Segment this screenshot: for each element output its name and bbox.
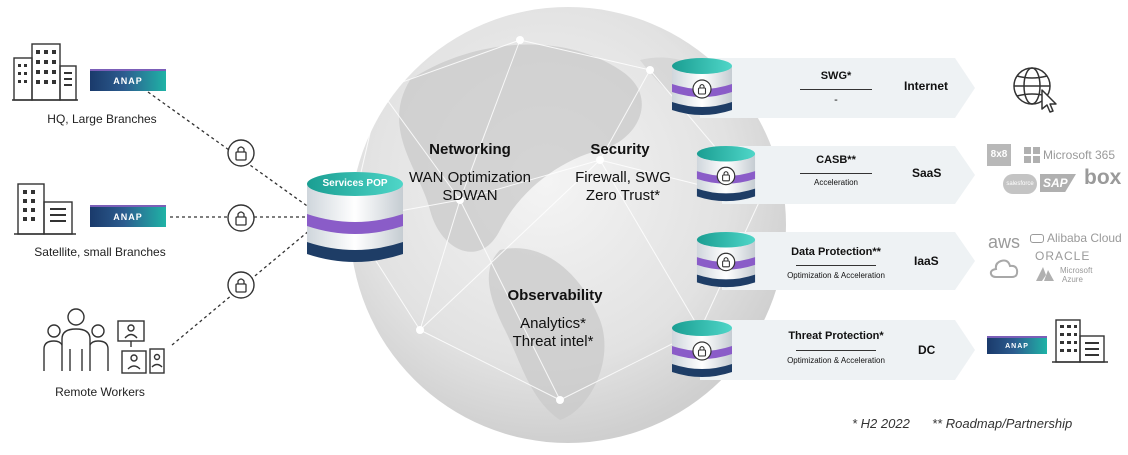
dc-anap-label: ANAP <box>1005 342 1029 350</box>
dc-service-sub: Optimization & Acceleration <box>787 356 885 365</box>
logo-azure-line-2: Azure <box>1062 275 1083 284</box>
dc-anap-appliance: ANAP <box>987 336 1047 354</box>
logo-salesforce: salesforce <box>1003 174 1037 194</box>
hq-lock-icon <box>226 138 256 173</box>
internet-service-sub: - <box>834 94 838 106</box>
globe-cursor-icon <box>1013 67 1057 113</box>
internet-cylinder-icon <box>670 56 734 120</box>
remote-lock-icon <box>226 270 256 305</box>
hq-label: HQ, Large Branches <box>47 112 157 126</box>
saas-type: SaaS <box>912 166 942 180</box>
azure-logo-icon <box>1036 267 1054 281</box>
logo-alibaba: Alibaba Cloud <box>1030 231 1122 245</box>
satellite-anap-appliance: ANAP <box>90 205 166 227</box>
dc-type: DC <box>918 343 936 357</box>
dc-building-icon <box>1052 319 1108 363</box>
dc-service-rule <box>796 350 876 351</box>
iaas-service-name: Data Protection** <box>791 246 881 258</box>
logo-sap: SAP <box>1040 174 1076 192</box>
iaas-service-sub: Optimization & Acceleration <box>787 271 885 280</box>
logo-sap-text: SAP <box>1043 176 1068 190</box>
security-title: Security <box>590 141 650 158</box>
cloud-logo-icon <box>989 259 1019 278</box>
iaas-type: IaaS <box>914 254 939 268</box>
dc-cylinder-icon <box>670 318 734 382</box>
logo-alibaba-text: Alibaba Cloud <box>1047 231 1122 245</box>
hq-building-icon <box>12 43 78 101</box>
logo-aws: aws <box>988 232 1021 252</box>
footnote-h2: * H2 2022 <box>852 416 910 431</box>
service-band-iaas <box>722 232 975 290</box>
iaas-service-rule <box>796 265 876 266</box>
iaas-cylinder-icon <box>695 230 757 292</box>
logo-salesforce-text: salesforce <box>1006 181 1034 187</box>
microsoft-logo-icon <box>1024 147 1040 163</box>
logo-8x8: 8x8 <box>987 144 1011 166</box>
networking-line-2: SDWAN <box>442 187 498 204</box>
alibaba-mark-icon <box>1030 234 1044 244</box>
satellite-building-icon <box>14 183 76 235</box>
networking-title: Networking <box>429 141 511 158</box>
observability-line-2: Threat intel* <box>512 333 594 350</box>
logo-box: box <box>1084 166 1122 189</box>
satellite-anap-label: ANAP <box>113 212 143 222</box>
remote-workers-icon <box>43 308 165 374</box>
internet-type: Internet <box>904 79 949 93</box>
internet-service-name: SWG* <box>820 70 852 82</box>
footnote-roadmap: ** Roadmap/Partnership <box>932 416 1073 431</box>
networking-line-1: WAN Optimization <box>409 169 531 186</box>
remote-workers-label: Remote Workers <box>55 385 145 399</box>
logo-microsoft-365: Microsoft 365 <box>1043 148 1116 162</box>
saas-service-name: CASB** <box>816 154 856 166</box>
logo-8x8-text: 8x8 <box>990 149 1008 160</box>
observability-title: Observability <box>507 287 603 304</box>
security-line-1: Firewall, SWG <box>575 169 671 186</box>
logo-oracle: ORACLE <box>1035 249 1091 263</box>
service-band-internet <box>700 58 975 118</box>
hq-anap-appliance: ANAP <box>90 69 166 91</box>
observability-line-1: Analytics* <box>520 315 586 332</box>
service-band-saas <box>722 146 975 204</box>
hq-anap-label: ANAP <box>113 76 143 86</box>
saas-cylinder-icon <box>695 144 757 206</box>
logo-azure-line-1: Microsoft <box>1060 266 1093 275</box>
saas-service-rule <box>800 173 872 174</box>
satellite-lock-icon <box>226 203 256 238</box>
security-line-2: Zero Trust* <box>585 187 661 204</box>
dc-service-name: Threat Protection* <box>788 330 884 342</box>
services-pop-cylinder <box>307 172 403 262</box>
saas-service-sub: Acceleration <box>813 178 859 187</box>
satellite-label: Satellite, small Branches <box>34 245 166 259</box>
internet-service-rule <box>800 89 872 90</box>
services-pop-label: Services POP <box>322 178 388 189</box>
